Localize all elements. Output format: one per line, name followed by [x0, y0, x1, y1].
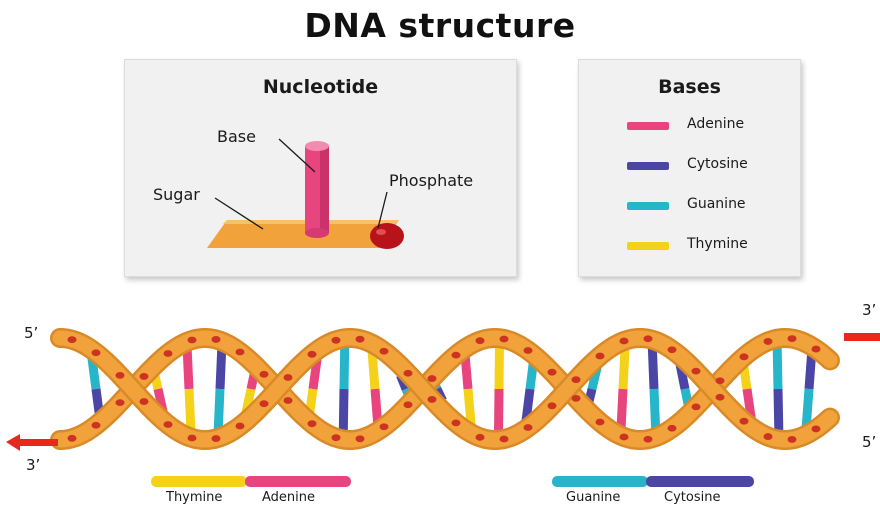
pair-label-thymine: Thymine [166, 490, 222, 505]
pair-label-cytosine: Cytosine [664, 490, 720, 505]
pair-bar-adenine [245, 476, 351, 487]
pair-bar-cytosine [646, 476, 754, 487]
pair-bar-guanine [552, 476, 648, 487]
pair-label-adenine: Adenine [262, 490, 315, 505]
pair-bar-thymine [151, 476, 247, 487]
pair-label-guanine: Guanine [566, 490, 620, 505]
